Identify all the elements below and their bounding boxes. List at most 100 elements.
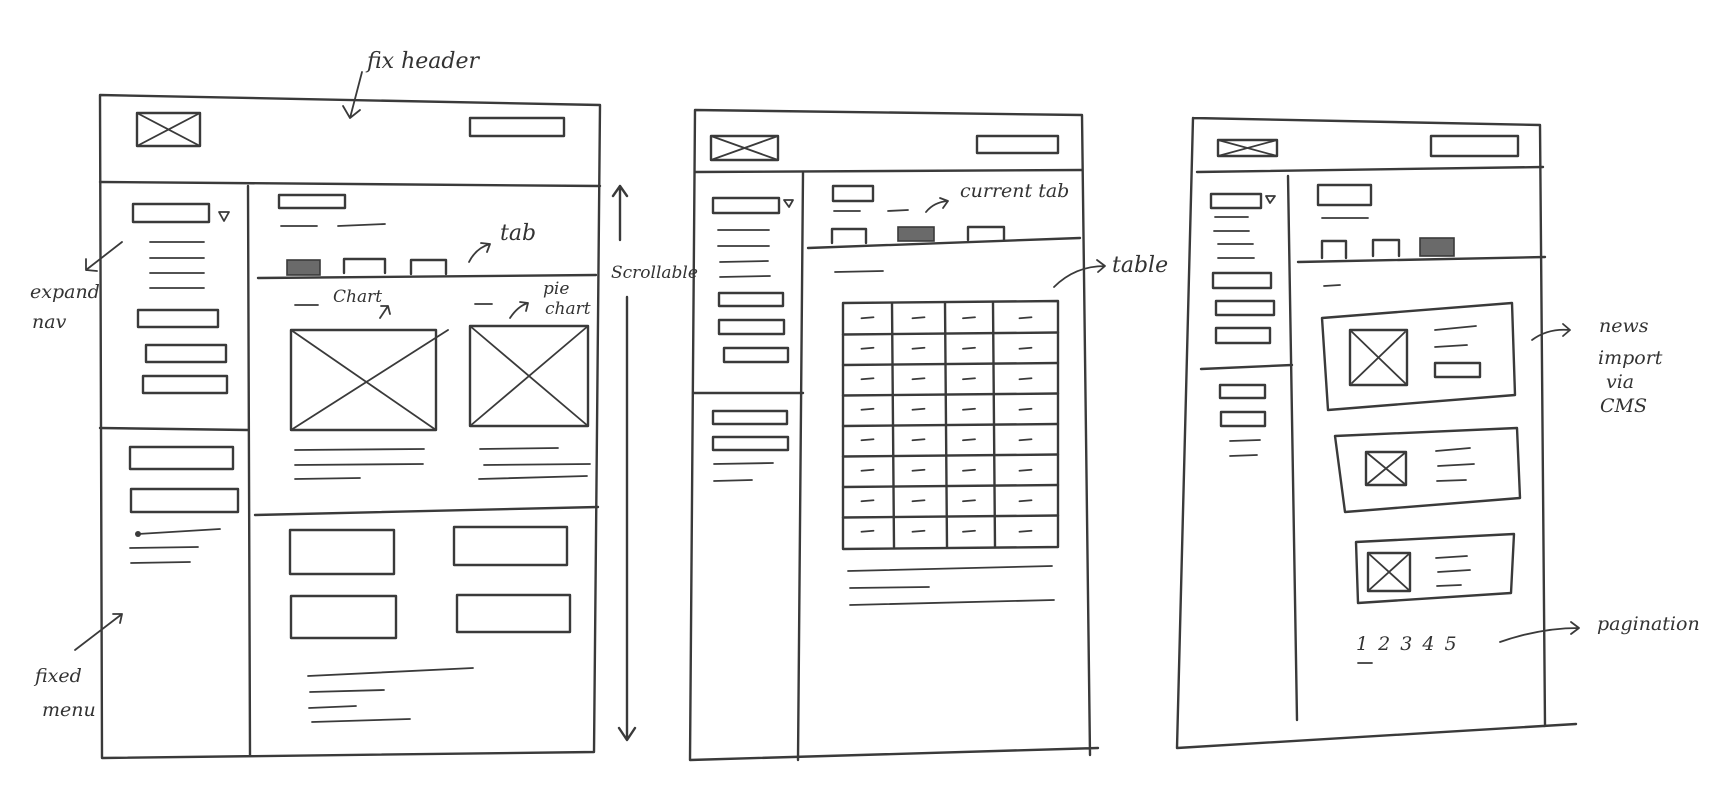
fixed-menu-lines bbox=[1229, 439, 1261, 457]
table-cell-placeholder bbox=[1018, 529, 1033, 533]
table-cell-placeholder bbox=[1018, 407, 1033, 411]
sidebar-divider bbox=[246, 184, 252, 757]
tab[interactable] bbox=[342, 257, 387, 275]
content-card[interactable] bbox=[455, 593, 572, 634]
sidebar-menu-item[interactable] bbox=[131, 202, 211, 224]
table-row-line bbox=[841, 453, 1060, 458]
table-cell-placeholder bbox=[1018, 468, 1033, 472]
news-item[interactable] bbox=[1354, 532, 1516, 605]
table-row-line bbox=[841, 331, 1060, 336]
table-cell-placeholder bbox=[1018, 377, 1033, 381]
news-image-placeholder-icon bbox=[1367, 552, 1411, 592]
table-cell-placeholder bbox=[911, 407, 926, 411]
table-column-line bbox=[943, 301, 949, 549]
header-button[interactable] bbox=[468, 116, 566, 138]
arrow-icon bbox=[509, 301, 529, 319]
header-divider bbox=[98, 180, 602, 188]
tab[interactable] bbox=[966, 225, 1006, 242]
tab-current[interactable] bbox=[897, 226, 935, 242]
fixed-menu-item[interactable] bbox=[711, 435, 790, 452]
fixed-menu-item[interactable] bbox=[1218, 383, 1267, 400]
logo-image-placeholder-icon bbox=[709, 134, 780, 162]
arrow-icon bbox=[342, 71, 363, 119]
news-item[interactable] bbox=[1333, 426, 1522, 514]
arrow-icon bbox=[85, 241, 123, 272]
sidebar-menu-item[interactable] bbox=[144, 343, 228, 364]
table-cell-placeholder bbox=[1018, 316, 1033, 320]
sidebar-menu-item[interactable] bbox=[711, 196, 781, 215]
sidebar-section-divider bbox=[98, 426, 250, 432]
sidebar-divider bbox=[1286, 174, 1299, 722]
table-outline bbox=[841, 299, 1060, 551]
sidebar-menu-item[interactable] bbox=[1209, 192, 1263, 210]
news-item[interactable] bbox=[1320, 301, 1517, 412]
annotation-pagination: pagination bbox=[1597, 613, 1700, 635]
tab-bar-line bbox=[806, 236, 1082, 250]
table-row-line bbox=[841, 422, 1060, 428]
annotation-chart: Chart bbox=[333, 287, 382, 307]
tab-current[interactable] bbox=[1419, 237, 1455, 257]
fixed-menu-item[interactable] bbox=[1219, 410, 1267, 428]
table-cell-placeholder bbox=[860, 407, 875, 411]
table-cell-placeholder bbox=[911, 438, 926, 442]
table-cell-placeholder bbox=[962, 499, 976, 503]
sidebar-menu-item[interactable] bbox=[1214, 326, 1272, 345]
chart-label-line bbox=[294, 303, 493, 306]
sidebar-menu-item[interactable] bbox=[717, 291, 785, 308]
logo-image-placeholder-icon bbox=[135, 111, 202, 148]
content-title-box bbox=[277, 193, 347, 210]
header-button[interactable] bbox=[975, 134, 1060, 155]
table-cell-placeholder bbox=[962, 377, 976, 381]
sidebar-subitems bbox=[1213, 216, 1255, 259]
annotation-tab: tab bbox=[500, 221, 536, 246]
sidebar-menu-item[interactable] bbox=[141, 374, 229, 395]
fixed-menu-lines bbox=[713, 462, 774, 482]
sidebar-menu-item[interactable] bbox=[136, 308, 220, 329]
content-card[interactable] bbox=[289, 594, 398, 640]
annotation-expand-nav: expand nav bbox=[30, 281, 106, 333]
dropdown-triangle-icon[interactable] bbox=[1265, 195, 1276, 204]
fixed-menu-item[interactable] bbox=[129, 487, 240, 514]
sidebar-menu-item[interactable] bbox=[717, 318, 786, 336]
annotation-table: table bbox=[1112, 253, 1168, 278]
arrow-icon bbox=[1499, 621, 1580, 643]
table-cell-placeholder bbox=[911, 468, 926, 472]
table-cell-placeholder bbox=[1018, 346, 1033, 350]
sidebar-subitems bbox=[149, 241, 205, 289]
sidebar-menu-item[interactable] bbox=[1211, 271, 1273, 290]
scroll-arrow-icon bbox=[611, 184, 637, 742]
tab-active[interactable] bbox=[286, 259, 321, 276]
dropdown-triangle-icon[interactable] bbox=[218, 211, 230, 222]
table-cell-placeholder bbox=[1018, 499, 1033, 503]
table-cell-placeholder bbox=[860, 438, 875, 442]
sidebar-menu-item[interactable] bbox=[722, 346, 790, 364]
table-row-line bbox=[841, 361, 1060, 367]
tab[interactable] bbox=[1320, 239, 1348, 260]
logo-image-placeholder-icon bbox=[1216, 138, 1279, 158]
fixed-menu-item[interactable] bbox=[711, 409, 789, 426]
content-card[interactable] bbox=[288, 528, 396, 576]
tab[interactable] bbox=[830, 227, 868, 245]
table-row-line bbox=[841, 483, 1060, 489]
table-cell-placeholder bbox=[911, 377, 926, 381]
dropdown-triangle-icon[interactable] bbox=[783, 199, 794, 208]
tab[interactable] bbox=[1371, 238, 1401, 258]
fixed-menu-item[interactable] bbox=[128, 445, 235, 471]
table-cell-placeholder bbox=[911, 499, 926, 503]
content-card[interactable] bbox=[452, 525, 569, 567]
table-cell-placeholder bbox=[962, 438, 976, 442]
arrow-icon bbox=[925, 197, 949, 213]
table-cell-placeholder bbox=[860, 499, 875, 503]
table-cell-placeholder bbox=[962, 407, 976, 411]
tab[interactable] bbox=[409, 258, 448, 276]
table-cell-placeholder bbox=[860, 316, 875, 320]
frame-outline bbox=[98, 93, 602, 760]
content-text-lines bbox=[307, 667, 474, 723]
chart-image-placeholder-icon bbox=[289, 328, 449, 432]
pagination-numbers[interactable]: 1 2 3 4 5 bbox=[1356, 633, 1459, 655]
sidebar-menu-item[interactable] bbox=[1214, 299, 1276, 317]
news-image-placeholder-icon bbox=[1365, 451, 1407, 486]
header-button[interactable] bbox=[1429, 134, 1520, 158]
table-cell-placeholder bbox=[962, 316, 976, 320]
